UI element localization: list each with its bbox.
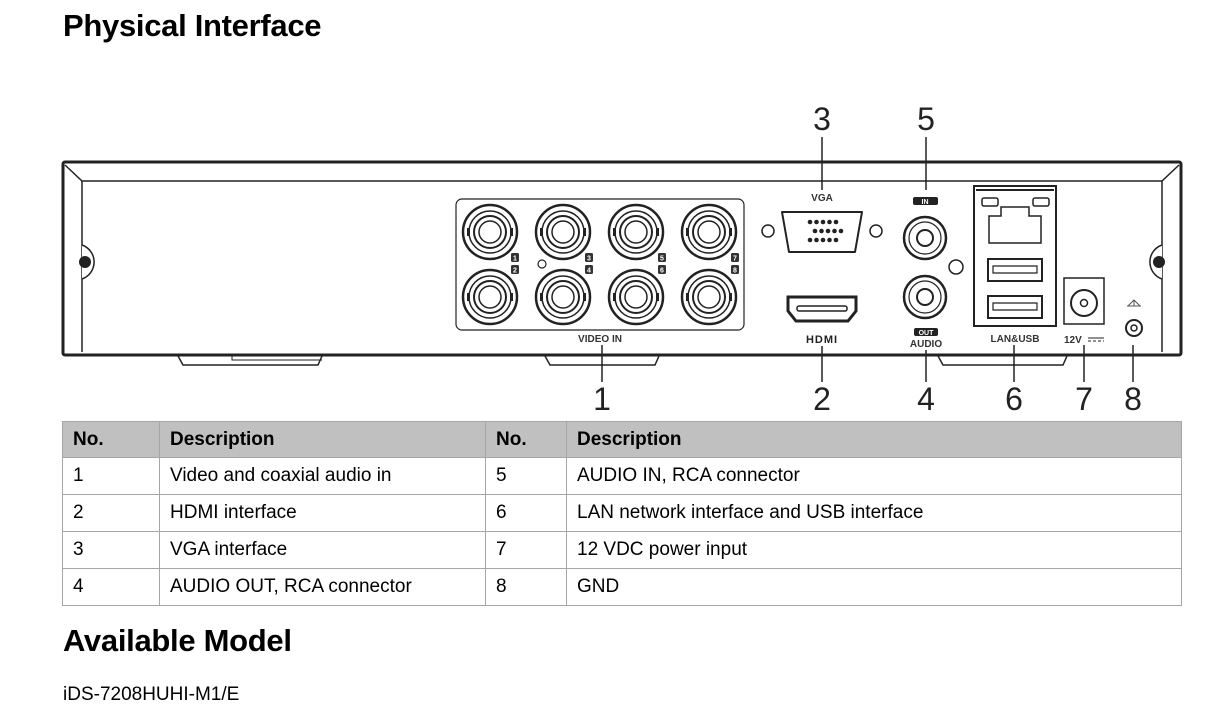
badge-audio-out: OUT <box>919 330 935 337</box>
label-audio: AUDIO <box>910 339 942 350</box>
channel-number-label: 7 <box>733 256 737 263</box>
bnc-connector-icon <box>534 203 592 261</box>
channel-number-label: 8 <box>733 268 737 275</box>
vga-port-icon: VGA <box>761 193 883 253</box>
callout-number: 1 <box>593 381 611 417</box>
callout-number: 2 <box>813 381 831 417</box>
label-hdmi: HDMI <box>806 334 838 346</box>
callout-number: 7 <box>1075 381 1093 417</box>
power-jack-icon: 12V <box>1063 277 1105 346</box>
table-row: 3 VGA interface 7 12 VDC power input <box>62 531 1182 569</box>
channel-number-label: 3 <box>587 256 591 263</box>
cell-no: 8 <box>485 568 567 606</box>
label-video-in: VIDEO IN <box>578 334 622 345</box>
cell-description: HDMI interface <box>159 494 486 532</box>
header-no-right: No. <box>485 421 567 458</box>
screw-icon <box>1153 256 1165 268</box>
bnc-connector-icon <box>680 203 738 261</box>
channel-number-label: 4 <box>587 268 591 275</box>
badge-audio-in: IN <box>922 199 929 206</box>
screw-icon <box>79 256 91 268</box>
bnc-connector-icon <box>680 268 738 326</box>
header-description-right: Description <box>566 421 1182 458</box>
hdmi-port-icon: HDMI <box>786 295 858 346</box>
cell-description: LAN network interface and USB interface <box>566 494 1182 532</box>
bnc-connector-icon <box>461 203 519 261</box>
table-row: 4 AUDIO OUT, RCA connector 8 GND <box>62 568 1182 606</box>
ground-terminal-icon <box>1125 299 1143 337</box>
cell-description: AUDIO OUT, RCA connector <box>159 568 486 606</box>
bnc-connector-icon <box>607 268 665 326</box>
table-header-row: No. Description No. Description <box>62 421 1182 458</box>
section-title-available-model: Available Model <box>63 623 292 658</box>
header-description-left: Description <box>159 421 486 458</box>
bnc-connector-icon <box>607 203 665 261</box>
channel-number-badge <box>585 253 593 262</box>
channel-number-badge <box>731 265 739 274</box>
audio-rca-group: IN OUT AUDIO <box>902 197 964 350</box>
channel-number-badge <box>585 265 593 274</box>
cell-no: 4 <box>62 568 160 606</box>
callout-number: 8 <box>1124 381 1142 417</box>
lan-usb-port-icon: LAN&USB <box>973 185 1057 345</box>
callout-number: 3 <box>813 101 831 137</box>
cell-description: GND <box>566 568 1182 606</box>
channel-number-label: 2 <box>513 268 517 275</box>
cell-no: 3 <box>62 531 160 569</box>
cell-no: 7 <box>485 531 567 569</box>
interface-table: No. Description No. Description 1 Video … <box>62 421 1182 606</box>
bnc-connector-icon <box>461 268 519 326</box>
chassis <box>61 160 1183 366</box>
bnc-connector-icon <box>534 268 592 326</box>
cell-no: 2 <box>62 494 160 532</box>
callout-number: 6 <box>1005 381 1023 417</box>
header-no-left: No. <box>62 421 160 458</box>
callout-number: 5 <box>917 101 935 137</box>
channel-number-badge <box>511 253 519 262</box>
channel-number-badge <box>511 265 519 274</box>
cell-no: 6 <box>485 494 567 532</box>
cell-description: AUDIO IN, RCA connector <box>566 457 1182 495</box>
section-title-physical-interface: Physical Interface <box>63 8 322 43</box>
channel-number-badge <box>731 253 739 262</box>
cell-description: Video and coaxial audio in <box>159 457 486 495</box>
cell-description: 12 VDC power input <box>566 531 1182 569</box>
cell-no: 5 <box>485 457 567 495</box>
callout-number: 4 <box>917 381 935 417</box>
table-row: 2 HDMI interface 6 LAN network interface… <box>62 494 1182 532</box>
table-row: 1 Video and coaxial audio in 5 AUDIO IN,… <box>62 457 1182 495</box>
label-lan-usb: LAN&USB <box>991 334 1040 345</box>
channel-number-badge <box>658 253 666 262</box>
channel-number-badge <box>658 265 666 274</box>
channel-number-label: 6 <box>660 268 664 275</box>
video-in-bnc-group: 1 2 3 4 5 6 7 8 <box>455 198 745 331</box>
label-power: 12V <box>1064 335 1082 346</box>
cell-no: 1 <box>62 457 160 495</box>
label-vga: VGA <box>811 193 833 204</box>
channel-number-label: 5 <box>660 256 664 263</box>
model-number: iDS-7208HUHI-M1/E <box>63 684 240 705</box>
channel-number-label: 1 <box>513 256 517 263</box>
cell-description: VGA interface <box>159 531 486 569</box>
